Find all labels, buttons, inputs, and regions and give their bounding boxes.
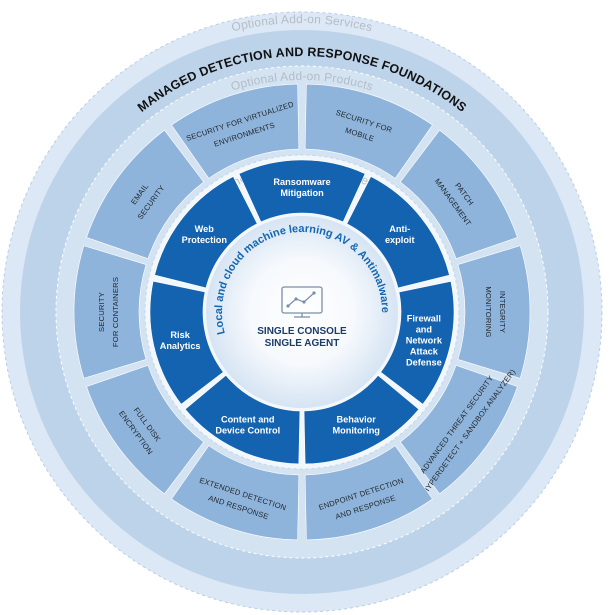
modules-ring-dashed-border (144, 154, 460, 470)
product-endpoint-detection-and-response[interactable]: ENDPOINT DETECTIONAND RESPONSE (304, 445, 433, 541)
product-advanced-threat-security-hyperdetect-sandbox-analyzer-segment[interactable] (399, 364, 518, 495)
services-ring-dashed-border (1, 11, 603, 613)
product-full-disk-encryption-segment[interactable] (86, 364, 205, 495)
product-full-disk-encryption[interactable]: FULL DISKENCRYPTION (86, 364, 205, 495)
product-security-for-containers-segment[interactable] (73, 245, 147, 379)
product-integrity-monitoring[interactable]: INTEGRITYMONITORING (457, 245, 531, 379)
module-behavior-monitoring-segment[interactable] (303, 374, 420, 465)
product-integrity-monitoring-segment[interactable] (457, 245, 531, 379)
product-extended-detection-and-response[interactable]: EXTENDED DETECTIONAND RESPONSE (171, 445, 300, 541)
product-3-label: INTEGRITYMONITORING (484, 286, 507, 337)
module-anti-exploit-segment[interactable] (346, 176, 450, 289)
product-extended-detection-and-response-segment[interactable] (171, 445, 300, 541)
center-hub: Local and cloud machine learning AV & An… (206, 216, 398, 408)
product-security-for-virtualized-environments-segment[interactable] (171, 83, 300, 179)
products-ring-dashed-border (55, 65, 549, 559)
monitor-chart-icon (281, 286, 323, 318)
product-email-security[interactable]: EMAILSECURITY (86, 129, 205, 260)
module-ransomware-mitigation-segment[interactable] (238, 159, 366, 223)
module-1-label: Anti-exploit (385, 224, 415, 245)
product-email-security-segment[interactable] (86, 129, 205, 260)
product-endpoint-detection-and-response-segment[interactable] (304, 445, 433, 541)
center-label-agent: SINGLE AGENT (265, 338, 340, 349)
module-firewall-and-network-attack-defense-segment[interactable] (380, 280, 455, 405)
product-security-for-mobile[interactable]: SECURITY FORMOBILE (304, 83, 433, 179)
product-patch-management[interactable]: PATCHMANAGEMENT (399, 129, 518, 260)
module-risk-analytics-segment[interactable] (149, 280, 224, 405)
module-content-and-device-control-segment[interactable] (184, 374, 301, 465)
module-web-protection-segment[interactable] (154, 176, 258, 289)
product-security-for-mobile-segment[interactable] (304, 83, 433, 179)
module-anti-exploit[interactable]: Anti-exploit (346, 176, 450, 289)
center-disc (206, 216, 398, 408)
product-security-for-virtualized-environments[interactable]: SECURITY FOR VIRTUALIZEDENVIRONMENTS (171, 83, 300, 179)
center-label-console: SINGLE CONSOLE (257, 326, 347, 337)
product-patch-management-segment[interactable] (399, 129, 518, 260)
